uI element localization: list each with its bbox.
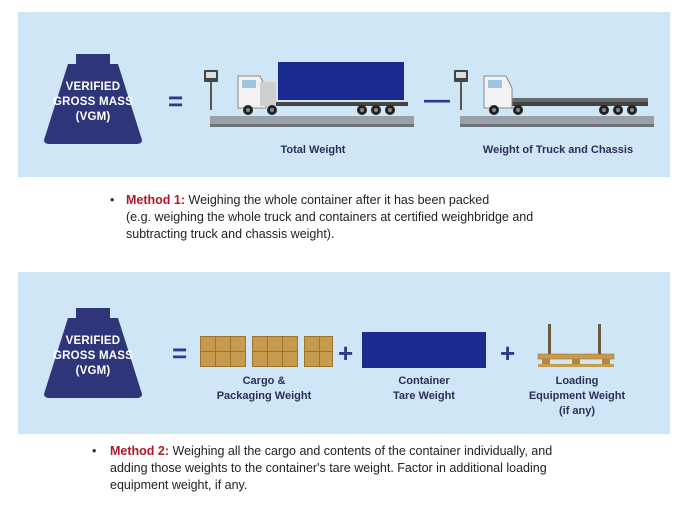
method1-text-line1: Weighing the whole container after it ha… xyxy=(188,193,490,207)
vgm-label: VERIFIED GROSS MASS (VGM) xyxy=(38,80,148,125)
container-caption: Container Tare Weight xyxy=(364,374,484,404)
equals-sign: = xyxy=(168,86,184,116)
vgm-line3: (VGM) xyxy=(75,111,111,123)
plus-sign-1: + xyxy=(338,338,354,368)
cargo-boxes-icon xyxy=(200,336,333,367)
vgm-weight-icon: VERIFIED GROSS MASS (VGM) xyxy=(38,44,148,144)
truck-chassis-caption: Weight of Truck and Chassis xyxy=(482,144,634,156)
minus-sign: — xyxy=(424,84,450,114)
method2-text-line1: Weighing all the cargo and contents of t… xyxy=(172,444,553,458)
vgm-label: VERIFIED GROSS MASS (VGM) xyxy=(38,334,148,379)
full-truck-weighbridge xyxy=(204,60,422,134)
vgm-line1: VERIFIED xyxy=(65,81,121,93)
plus-sign-2: + xyxy=(500,338,516,368)
loading-caption-line2: Equipment Weight xyxy=(528,390,626,402)
cargo-caption-line1: Cargo & xyxy=(242,375,286,387)
container-shape xyxy=(278,62,404,100)
cargo-caption: Cargo & Packaging Weight xyxy=(194,374,334,404)
loading-caption: Loading Equipment Weight (if any) xyxy=(512,374,642,419)
container-icon xyxy=(362,332,486,368)
method1-label: Method 1: xyxy=(126,193,186,207)
method2-label: Method 2: xyxy=(110,444,170,458)
container-caption-line2: Tare Weight xyxy=(393,390,455,402)
bullet: • xyxy=(110,193,115,207)
method1-text-line2: (e.g. weighing the whole truck and conta… xyxy=(126,210,534,224)
equals-sign: = xyxy=(172,338,188,368)
total-weight-caption: Total Weight xyxy=(280,144,346,156)
method1-text-line3: subtracting truck and chassis weight). xyxy=(126,227,335,241)
cargo-caption-line2: Packaging Weight xyxy=(216,390,312,402)
container-caption-line1: Container xyxy=(398,375,450,387)
method2-diagram-panel: VERIFIED GROSS MASS (VGM) = + + xyxy=(18,272,670,434)
truck-chassis-weighbridge xyxy=(454,70,658,134)
method1-description: • Method 1: Weighing the whole container… xyxy=(110,192,670,243)
bullet: • xyxy=(92,444,97,458)
vgm-line2: GROSS MASS xyxy=(53,350,133,362)
loading-caption-line1: Loading xyxy=(555,375,599,387)
vgm-line3: (VGM) xyxy=(75,365,111,377)
method2-text-line2: adding those weights to the container's … xyxy=(110,461,547,475)
vgm-line1: VERIFIED xyxy=(65,335,121,347)
vgm-line2: GROSS MASS xyxy=(53,96,133,108)
method1-diagram-panel: VERIFIED GROSS MASS (VGM) = xyxy=(18,12,670,177)
loading-caption-line3: (if any) xyxy=(558,405,596,417)
vgm-weight-icon: VERIFIED GROSS MASS (VGM) xyxy=(38,298,148,398)
method2-description: • Method 2: Weighing all the cargo and c… xyxy=(92,443,682,494)
pallet-icon xyxy=(536,322,616,368)
method2-text-line3: equipment weight, if any. xyxy=(110,478,248,492)
